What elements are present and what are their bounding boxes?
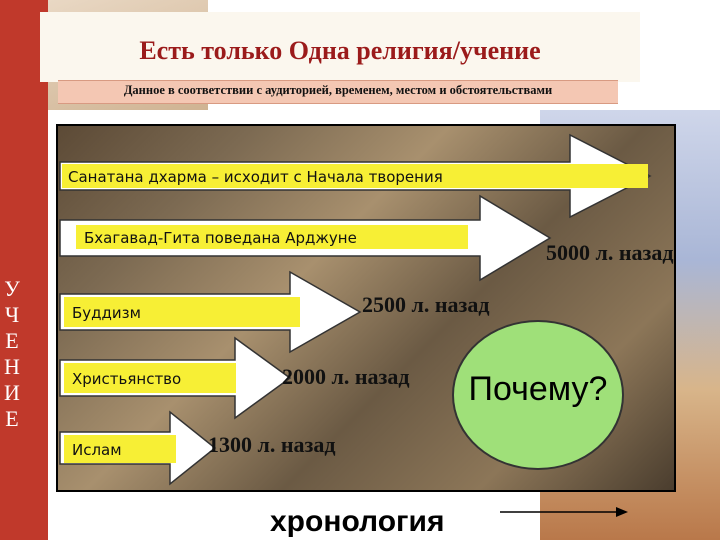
arrow-label-gita: Бхагавад-Гита поведана Арджуне xyxy=(84,229,357,247)
side-bar xyxy=(0,0,48,540)
side-letter: И xyxy=(4,380,20,405)
slide-subtitle: Данное в соответствии с аудиторией, врем… xyxy=(123,83,553,97)
side-letter: Е xyxy=(5,328,19,353)
label-box-buddhism xyxy=(64,297,300,327)
slide-title: Есть только Одна религия/учение xyxy=(139,36,541,65)
label-box-gita xyxy=(76,225,468,249)
side-letter: Е xyxy=(5,406,19,431)
chronology-arrow-head xyxy=(616,507,628,517)
years-buddhism: 2500 л. назад xyxy=(362,292,490,317)
arrow-label-buddhism: Буддизм xyxy=(72,304,141,322)
why-circle xyxy=(452,320,624,470)
years-islam: 1300 л. назад xyxy=(208,432,336,457)
side-letter: У xyxy=(4,276,20,301)
title-band xyxy=(40,12,640,82)
label-box-islam xyxy=(64,435,176,463)
years-christianity: 2000 л. назад xyxy=(282,364,410,389)
arrow-label-sanatana: Санатана дхарма – исходит с Начала творе… xyxy=(68,168,443,186)
why-text: Почему? xyxy=(468,370,608,408)
side-vertical-word: У Ч Е Н И Е xyxy=(0,276,24,432)
side-letter: Н xyxy=(4,354,20,379)
label-box-christianity xyxy=(64,363,236,393)
years-gita: 5000 л. назад xyxy=(546,240,674,265)
chronology-label: хронология xyxy=(270,505,445,538)
arrow-label-christianity: Христьянство xyxy=(72,370,182,388)
subtitle-bar xyxy=(58,80,618,104)
side-letter: Ч xyxy=(4,302,20,327)
arrow-label-islam: Ислам xyxy=(72,441,122,459)
label-box-sanatana xyxy=(62,164,648,188)
